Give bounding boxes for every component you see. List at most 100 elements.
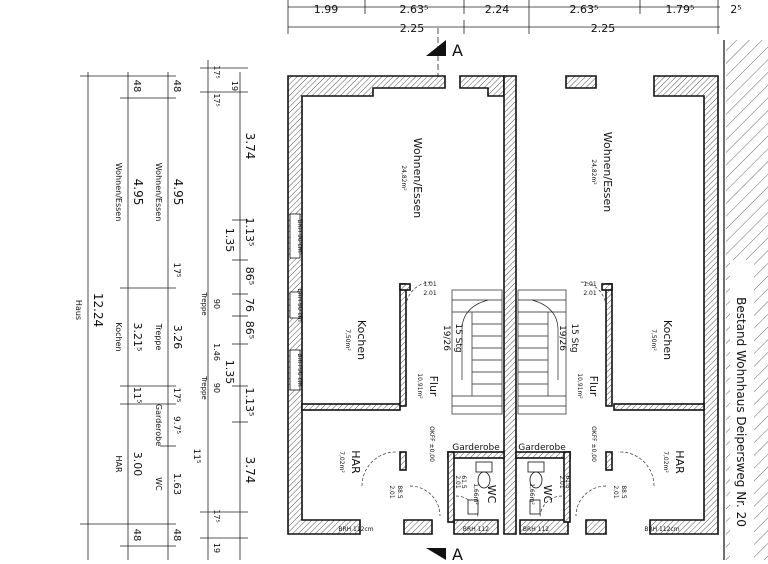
room-kitchen-left-area: 7,50m² [344, 329, 351, 351]
dim-a-label-3: HAR [114, 455, 123, 472]
dim-d4: 86⁵ [243, 267, 256, 285]
dim-d3: 1.35 [223, 228, 236, 253]
room-wc-left: WC [485, 485, 498, 504]
room-kitchen-right: Kochen [661, 320, 674, 360]
dim-d2: 1.13⁵ [243, 218, 256, 247]
top-dim-4: 2.63⁵ [570, 3, 599, 16]
dim-total: 12.24 [91, 293, 105, 327]
wc-door-right-2: 2.01 [558, 475, 565, 489]
dim-b7: 11⁵ [191, 448, 201, 463]
dim-c1: 17⁵ [212, 65, 221, 78]
room-hall-right: Flur [587, 376, 600, 397]
room-har-right-area: 7,02m² [662, 451, 669, 473]
dim-c-label-2: Treppe [200, 375, 208, 399]
interior-walls [301, 283, 705, 523]
stair-left-ratio: 19/26 [441, 325, 451, 351]
dim-c-label-1: Treppe [200, 291, 208, 315]
dim-a3: 3.21⁵ [131, 323, 144, 352]
dim-a6: 48 [131, 529, 142, 542]
room-kitchen-right-area: 7,50m² [650, 329, 657, 351]
unit-left-labels: Wohnen/Essen 24,82m² Kochen 7,50m² Flur … [338, 138, 500, 533]
top-dim-6: 2⁵ [730, 3, 741, 16]
room-har-right: HAR [673, 450, 686, 474]
left-wall-windows: BRH 90 cm BRH 90 cm BRH 90 cm [289, 213, 303, 391]
dim-b1: 48 [171, 80, 182, 93]
top-dim-3: 2.24 [485, 3, 510, 16]
dim-b-label-2: Treppe [154, 323, 163, 351]
dim-d6: 86⁵ [243, 321, 256, 339]
dim-c7: 17⁵ [212, 509, 221, 522]
dim-c8: 19 [212, 543, 221, 553]
left-dimension-chains: 12.24 Haus 48 4.95 Wohnen/Essen 3.21⁵ Ko… [74, 60, 257, 560]
exterior-walls [287, 75, 719, 535]
stair-left-steps: 15 Stg [453, 323, 463, 352]
window-label-1: BRH 90 cm [296, 219, 303, 253]
dim-d5: 76 [243, 298, 256, 312]
garderobe-left: Garderobe [452, 443, 500, 453]
room-wc-right-area: 1,66m² [528, 483, 535, 505]
dim-c5: 1.46 [212, 343, 221, 361]
garderobe-right: Garderobe [518, 443, 566, 453]
dim-c6: 90 [212, 383, 221, 393]
top-dim-7: 2.25 [400, 22, 425, 35]
existing-building-label: Bestand Wohnhaus Deipersweg Nr. 20 [734, 297, 748, 527]
room-hall-right-area: 10,91m² [576, 373, 583, 399]
dim-d1: 3.74 [243, 133, 257, 160]
room-hall-left-area: 10,91m² [416, 373, 423, 399]
door-small-right-1: 88.5 [620, 485, 627, 499]
door-code-left-1: 1.01 [423, 281, 437, 288]
unit-right-labels: Wohnen/Essen 24,82m² Kochen 7,50m² Flur … [518, 132, 686, 533]
window-label-3: BRH 90 cm [296, 353, 303, 387]
room-living-left: Wohnen/Essen [411, 138, 424, 219]
wc-fixtures [467, 461, 545, 515]
dim-b-label-4: WC [154, 477, 163, 491]
room-har-left: HAR [349, 450, 362, 474]
dim-c3: 17⁵ [212, 93, 221, 106]
room-har-left-area: 7,02m² [338, 451, 345, 473]
dim-a5: 3.00 [131, 452, 144, 477]
stair-right [517, 289, 567, 415]
section-marker-top: A [426, 28, 463, 84]
room-living-right: Wohnen/Essen [601, 132, 614, 213]
door-small-right-2: 2.01 [612, 485, 619, 499]
stair-left [451, 289, 503, 415]
stair-right-steps: 15 Stg [569, 323, 579, 352]
wc-door-left-2: 2.01 [454, 475, 461, 489]
dim-b8: 1.63 [171, 473, 182, 495]
floor-level-left: OKFF ±0,00 [428, 426, 435, 462]
room-wc-right: WC [541, 485, 554, 504]
top-dim-2: 2.63⁵ [400, 3, 429, 16]
dim-b-label-1: Wohnen/Essen [154, 163, 163, 222]
wc-door-left-1: 61.5 [460, 475, 467, 489]
dim-b2: 4.95 [171, 179, 185, 206]
dim-total-label: Haus [74, 300, 83, 320]
section-label-top: A [452, 41, 463, 60]
top-dim-8: 2.25 [591, 22, 616, 35]
dim-c2: 19 [230, 81, 239, 91]
wc-door-right-1: 61.5 [564, 475, 571, 489]
dim-a1: 48 [131, 80, 142, 93]
stair-right-ratio: 19/26 [557, 325, 567, 351]
room-wc-left-area: 1,66m² [472, 483, 479, 505]
top-dim-1: 1.99 [314, 3, 339, 16]
top-dim-5: 1.79⁵ [666, 3, 695, 16]
dim-b4: 3.26 [171, 325, 184, 350]
door-code-left-2: 2.01 [423, 290, 437, 297]
dim-b-label-3: Garderobe [154, 404, 163, 446]
top-dimension-chains: 1.99 2.63⁵ 2.24 2.63⁵ 1.79⁵ 2⁵ 2.25 2.25 [287, 0, 742, 35]
door-small-left-2: 2.01 [388, 485, 395, 499]
sill-right: BRH 112cm [644, 526, 679, 533]
dim-a-label-2: Kochen [114, 322, 123, 351]
dim-a2: 4.95 [131, 179, 145, 206]
section-marker-bottom: A [426, 545, 463, 564]
dim-b5: 17⁵ [171, 387, 181, 402]
door-code-right-2: 2.01 [583, 290, 597, 297]
dim-b9: 48 [171, 529, 182, 542]
floor-level-right: OKFF ±0,00 [590, 426, 597, 462]
room-living-left-area: 24,82m² [400, 165, 407, 191]
window-label-2: BRH 90 cm [296, 288, 303, 322]
dim-d8: 1.13⁵ [243, 388, 256, 417]
sill-wc-left: BRH 112 [463, 526, 489, 533]
